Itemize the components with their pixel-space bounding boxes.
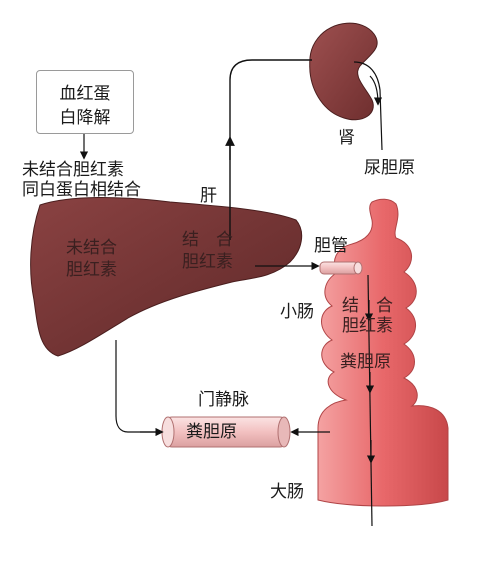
kidney-shape bbox=[309, 22, 378, 121]
small-intestine-label: 小肠 bbox=[280, 302, 314, 322]
liver-conj-line1: 结 合 bbox=[182, 230, 233, 250]
portal-vein-right-opening bbox=[277, 416, 291, 448]
unconj-bilirubin-binding-line1: 未结合胆红素 bbox=[22, 160, 124, 180]
stercobilinogen-intestine-label: 粪胆原 bbox=[340, 352, 391, 372]
liver-unconj-line2: 胆红素 bbox=[66, 260, 117, 280]
portal-vein-left-opening bbox=[161, 416, 175, 448]
intestine-conj-line1: 结 合 bbox=[342, 296, 393, 316]
bile-duct-label: 胆管 bbox=[314, 236, 348, 256]
arrow-kidney-urine bbox=[353, 61, 383, 151]
kidney-label: 肾 bbox=[338, 128, 355, 148]
liver-unconj-line1: 未结合 bbox=[66, 238, 117, 258]
arrow-liver-to-kidney bbox=[229, 59, 312, 240]
portal-vein-label: 门静脉 bbox=[198, 390, 249, 410]
liver-conj-line2: 胆红素 bbox=[182, 252, 233, 272]
liver-shape bbox=[30, 197, 303, 357]
arrow-vein-to-liver bbox=[115, 340, 160, 433]
hemoglobin-degradation-box: 血红蛋 白降解 bbox=[36, 70, 134, 134]
bile-duct-tube bbox=[319, 261, 359, 275]
arrow-kidney-inner bbox=[369, 75, 383, 106]
stercobilinogen-vein-label: 粪胆原 bbox=[186, 422, 237, 442]
hemoglobin-box-line2: 白降解 bbox=[59, 108, 111, 128]
hemoglobin-box-line1: 血红蛋 bbox=[59, 84, 111, 104]
intestine-conj-line2: 胆红素 bbox=[342, 316, 393, 336]
unconj-bilirubin-binding-line2: 同白蛋白相结合 bbox=[22, 180, 141, 200]
large-intestine-label: 大肠 bbox=[270, 482, 304, 502]
liver-label: 肝 bbox=[200, 186, 217, 206]
bile-duct-opening bbox=[353, 261, 363, 275]
urobilinogen-label: 尿胆原 bbox=[364, 158, 415, 178]
